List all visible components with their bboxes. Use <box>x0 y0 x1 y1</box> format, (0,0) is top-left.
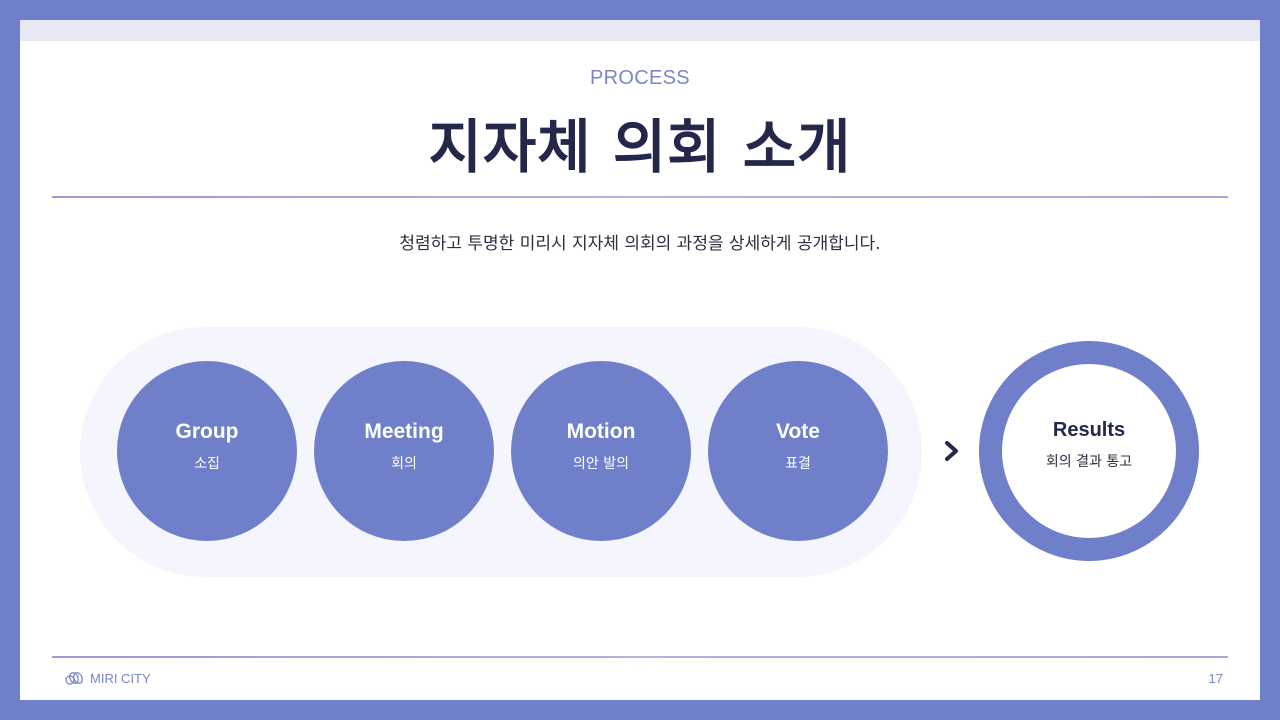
step-motion: Motion 의안 발의 <box>511 361 691 541</box>
page-number: 17 <box>1208 671 1223 686</box>
step-label: Motion <box>566 419 636 443</box>
footer-brand: MIRI CITY <box>65 670 151 686</box>
step-label: Vote <box>776 419 820 443</box>
step-meeting: Meeting 회의 <box>314 361 494 541</box>
result-sublabel: 회의 결과 통고 <box>1045 454 1133 470</box>
slide: PROCESS 지자체 의회 소개 청렴하고 투명한 미리시 지자체 의회의 과… <box>20 20 1260 700</box>
result-label: Results <box>1052 419 1126 441</box>
step-vote: Vote 표결 <box>708 361 888 541</box>
brand-name: MIRI CITY <box>90 670 151 686</box>
header-divider <box>52 196 1228 198</box>
chevron-right-icon <box>945 441 958 461</box>
step-label: Group <box>175 419 239 443</box>
top-strip <box>20 20 1260 41</box>
section-eyebrow: PROCESS <box>590 67 690 89</box>
step-sublabel: 표결 <box>785 455 811 472</box>
step-label: Meeting <box>364 419 444 443</box>
page-subtitle: 청렴하고 투명한 미리시 지자체 의회의 과정을 상세하게 공개합니다. <box>399 234 881 254</box>
step-sublabel: 의안 발의 <box>573 455 629 472</box>
step-sublabel: 소집 <box>194 455 220 472</box>
step-results: Results 회의 결과 통고 <box>979 341 1199 561</box>
step-group: Group 소집 <box>117 361 297 541</box>
interlocking-rings-logo-icon <box>65 672 83 685</box>
step-sublabel: 회의 <box>391 455 417 472</box>
footer-divider <box>52 656 1228 658</box>
page-title: 지자체 의회 소개 <box>428 113 852 181</box>
